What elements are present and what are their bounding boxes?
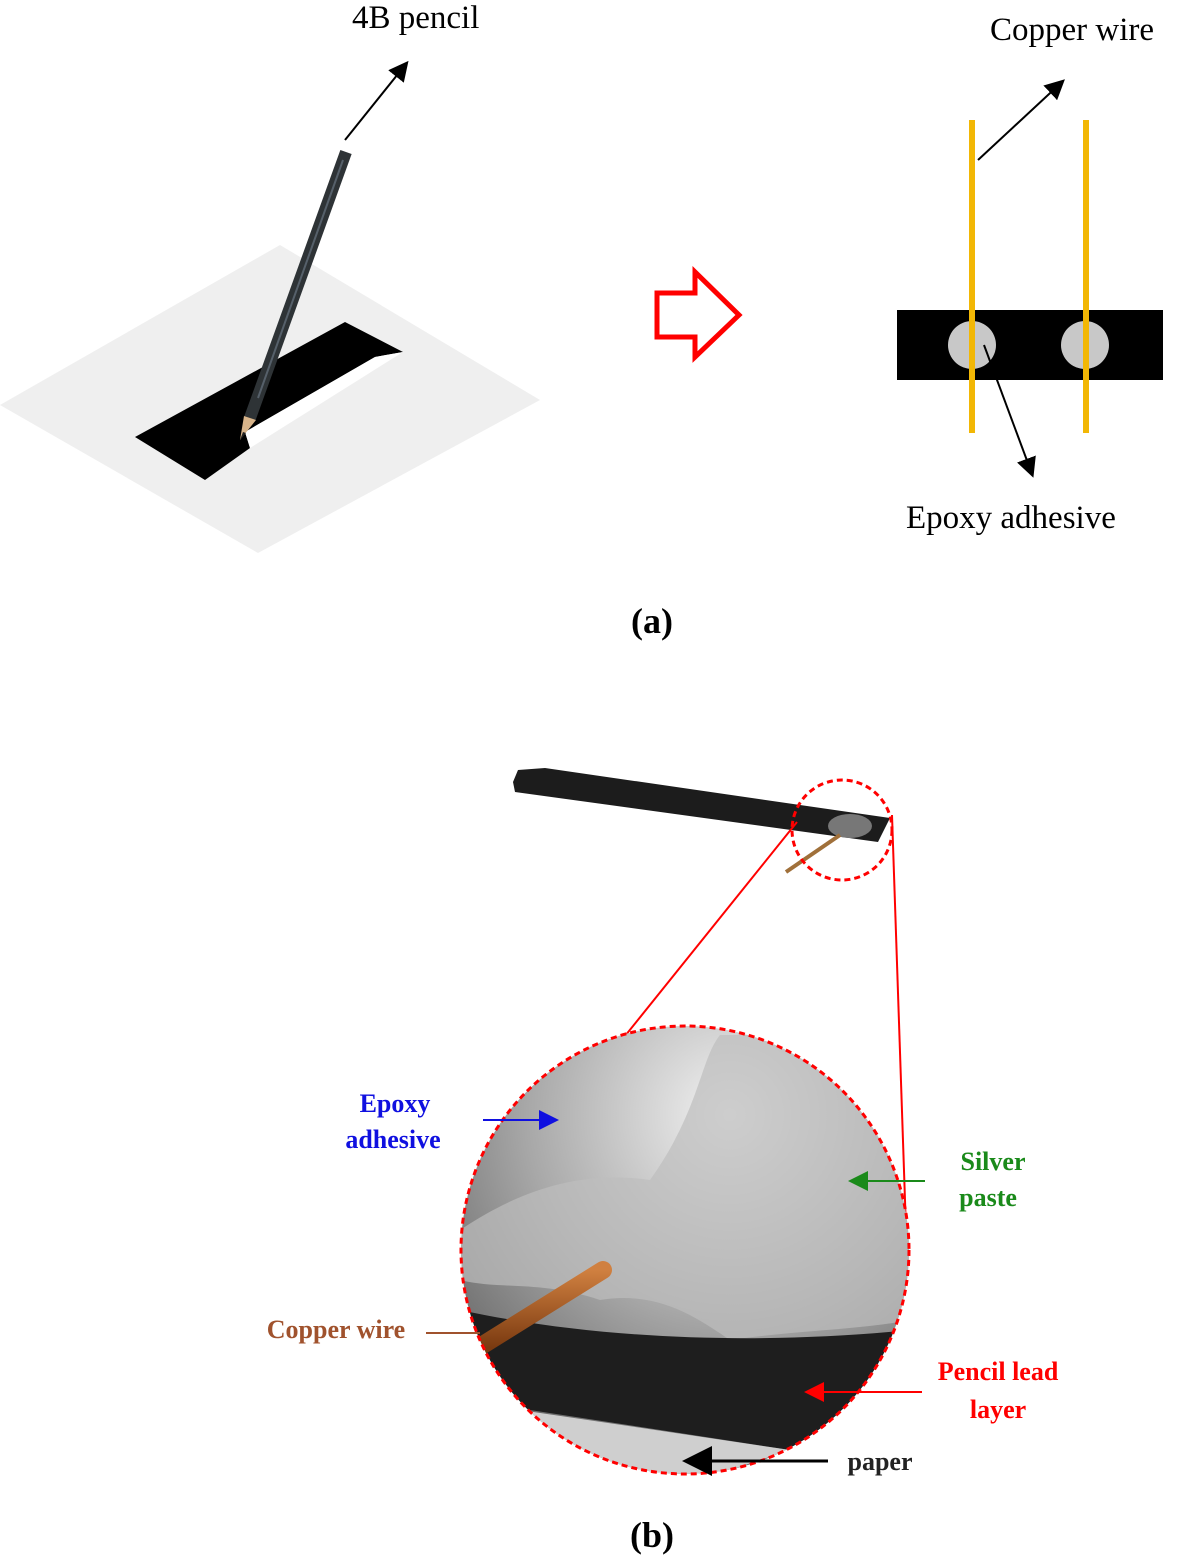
pencil-lead-label-line1: Pencil lead	[938, 1357, 1059, 1386]
copper-wire-label-b: Copper wire	[267, 1315, 405, 1344]
epoxy-label-line2: adhesive	[345, 1125, 440, 1154]
pencil-pointer-arrow	[344, 60, 409, 141]
epoxy-label-line1: Epoxy	[360, 1089, 431, 1118]
silver-label-line2: paste	[959, 1183, 1017, 1212]
pencil-lead-pattern	[135, 322, 403, 480]
copper-wire-zoomed	[469, 1261, 612, 1357]
zoom-line-left	[624, 821, 798, 1037]
process-arrow-icon	[654, 266, 743, 363]
silver-paste-blob	[828, 814, 872, 838]
copper-wire-small	[784, 833, 842, 874]
paper-label: paper	[848, 1447, 913, 1476]
silver-paste-surface	[461, 1035, 909, 1340]
zoomed-detail-circle	[461, 1026, 909, 1474]
caption-a: (a)	[631, 601, 673, 641]
pencil-lead-band	[461, 1310, 909, 1474]
epoxy-pointer	[983, 344, 1036, 478]
pencil-icon	[240, 149, 352, 440]
paper-with-pencil-drawing	[0, 60, 540, 553]
pencil-lead-strip	[897, 310, 1163, 380]
silver-label-line1: Silver	[961, 1147, 1026, 1176]
epoxy-adhesive-label: Epoxy adhesive	[906, 500, 1116, 536]
electrode-schematic	[897, 79, 1163, 478]
pattern-gap	[245, 352, 403, 448]
copper-wire-pointer	[977, 79, 1065, 161]
pencil-lead-label-line2: layer	[970, 1395, 1026, 1424]
pencil-label: 4B pencil	[352, 0, 479, 36]
copper-wire-label: Copper wire	[990, 12, 1154, 48]
zoom-line-right	[891, 814, 907, 1231]
electrode-3d-view	[513, 768, 907, 1231]
caption-b: (b)	[630, 1515, 674, 1555]
